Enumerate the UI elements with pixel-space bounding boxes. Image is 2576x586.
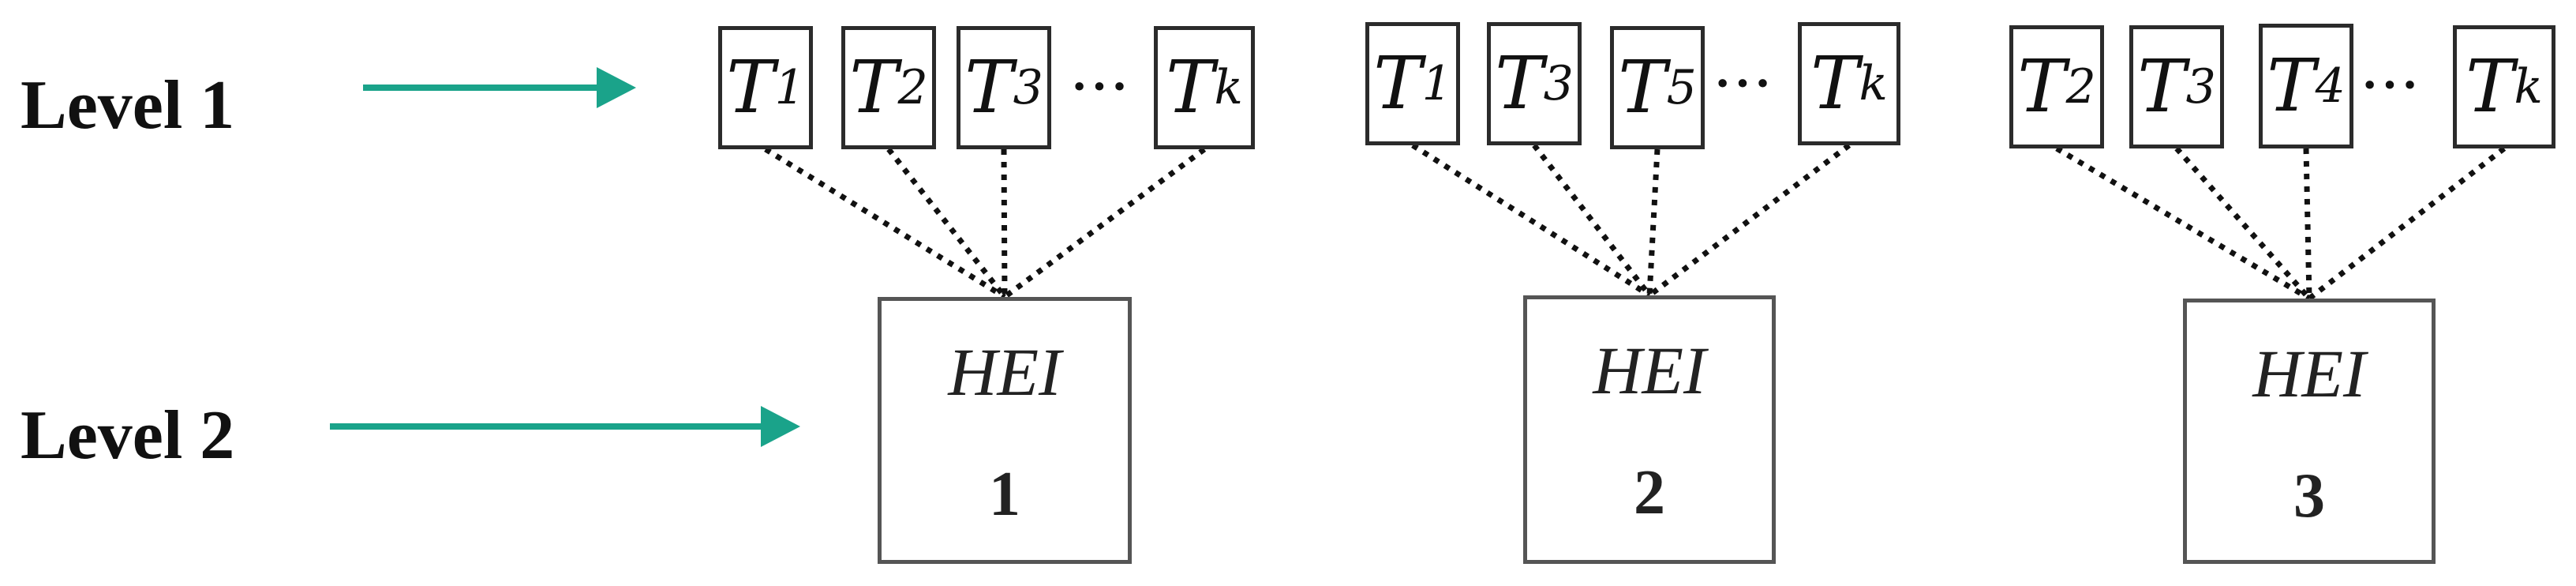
task-subscript: 2 [2065, 59, 2096, 115]
dotted-link [1646, 148, 1661, 296]
task-letter: T [1373, 41, 1422, 126]
dotted-link [764, 147, 1006, 299]
task-letter: T [1495, 41, 1544, 126]
dotted-link [886, 147, 1007, 299]
task-subscript: 1 [774, 60, 805, 115]
task-letter: T [849, 45, 898, 130]
hei-number: 3 [2293, 461, 2325, 531]
hei-number: 2 [1634, 458, 1665, 528]
hei-label: HEI [1593, 332, 1706, 408]
dotted-link [1532, 143, 1652, 298]
dotted-link [2055, 145, 2311, 302]
task-subscript: k [2514, 59, 2543, 115]
task-subscript: 1 [1421, 56, 1452, 111]
hei-box: HEI 1 [878, 297, 1132, 564]
task-letter: T [2267, 43, 2316, 128]
ellipsis: ··· [1713, 47, 1773, 120]
task-letter: T [1810, 41, 1859, 126]
task-letter: T [1618, 45, 1667, 130]
dotted-link [2303, 148, 2312, 299]
task-subscript: 3 [1013, 60, 1043, 115]
task-subscript: k [1214, 60, 1243, 115]
hei-label: HEI [2252, 336, 2366, 411]
task-subscript: 4 [2315, 58, 2346, 114]
hei-label: HEI [948, 334, 1061, 410]
task-letter: T [2137, 44, 2186, 129]
task-letter: T [2466, 44, 2514, 129]
ellipsis: ··· [1069, 50, 1130, 123]
dotted-link [1647, 143, 1852, 298]
dotted-link [1001, 148, 1008, 298]
dotted-link [2174, 146, 2312, 301]
hei-number: 1 [989, 460, 1020, 529]
task-subscript: 3 [1543, 56, 1574, 111]
dotted-link [1002, 147, 1207, 299]
hei-box: HEI 2 [1523, 295, 1776, 564]
level-1-arrow [363, 67, 636, 108]
level-2-label: Level 2 [21, 397, 235, 474]
task-subscript: k [1859, 56, 1888, 111]
task-letter: T [2017, 44, 2066, 129]
dotted-link [1411, 143, 1651, 298]
task-letter: T [1166, 45, 1215, 130]
dotted-link [2307, 146, 2507, 301]
level-1-label: Level 1 [21, 67, 235, 144]
task-subscript: 3 [2185, 59, 2216, 115]
ellipsis: ··· [2360, 48, 2421, 122]
task-letter: T [726, 45, 775, 130]
task-subscript: 2 [897, 60, 928, 115]
task-letter: T [964, 45, 1013, 130]
level-2-arrow [330, 406, 800, 447]
hei-box: HEI 3 [2183, 299, 2436, 564]
task-subscript: 5 [1666, 60, 1697, 115]
